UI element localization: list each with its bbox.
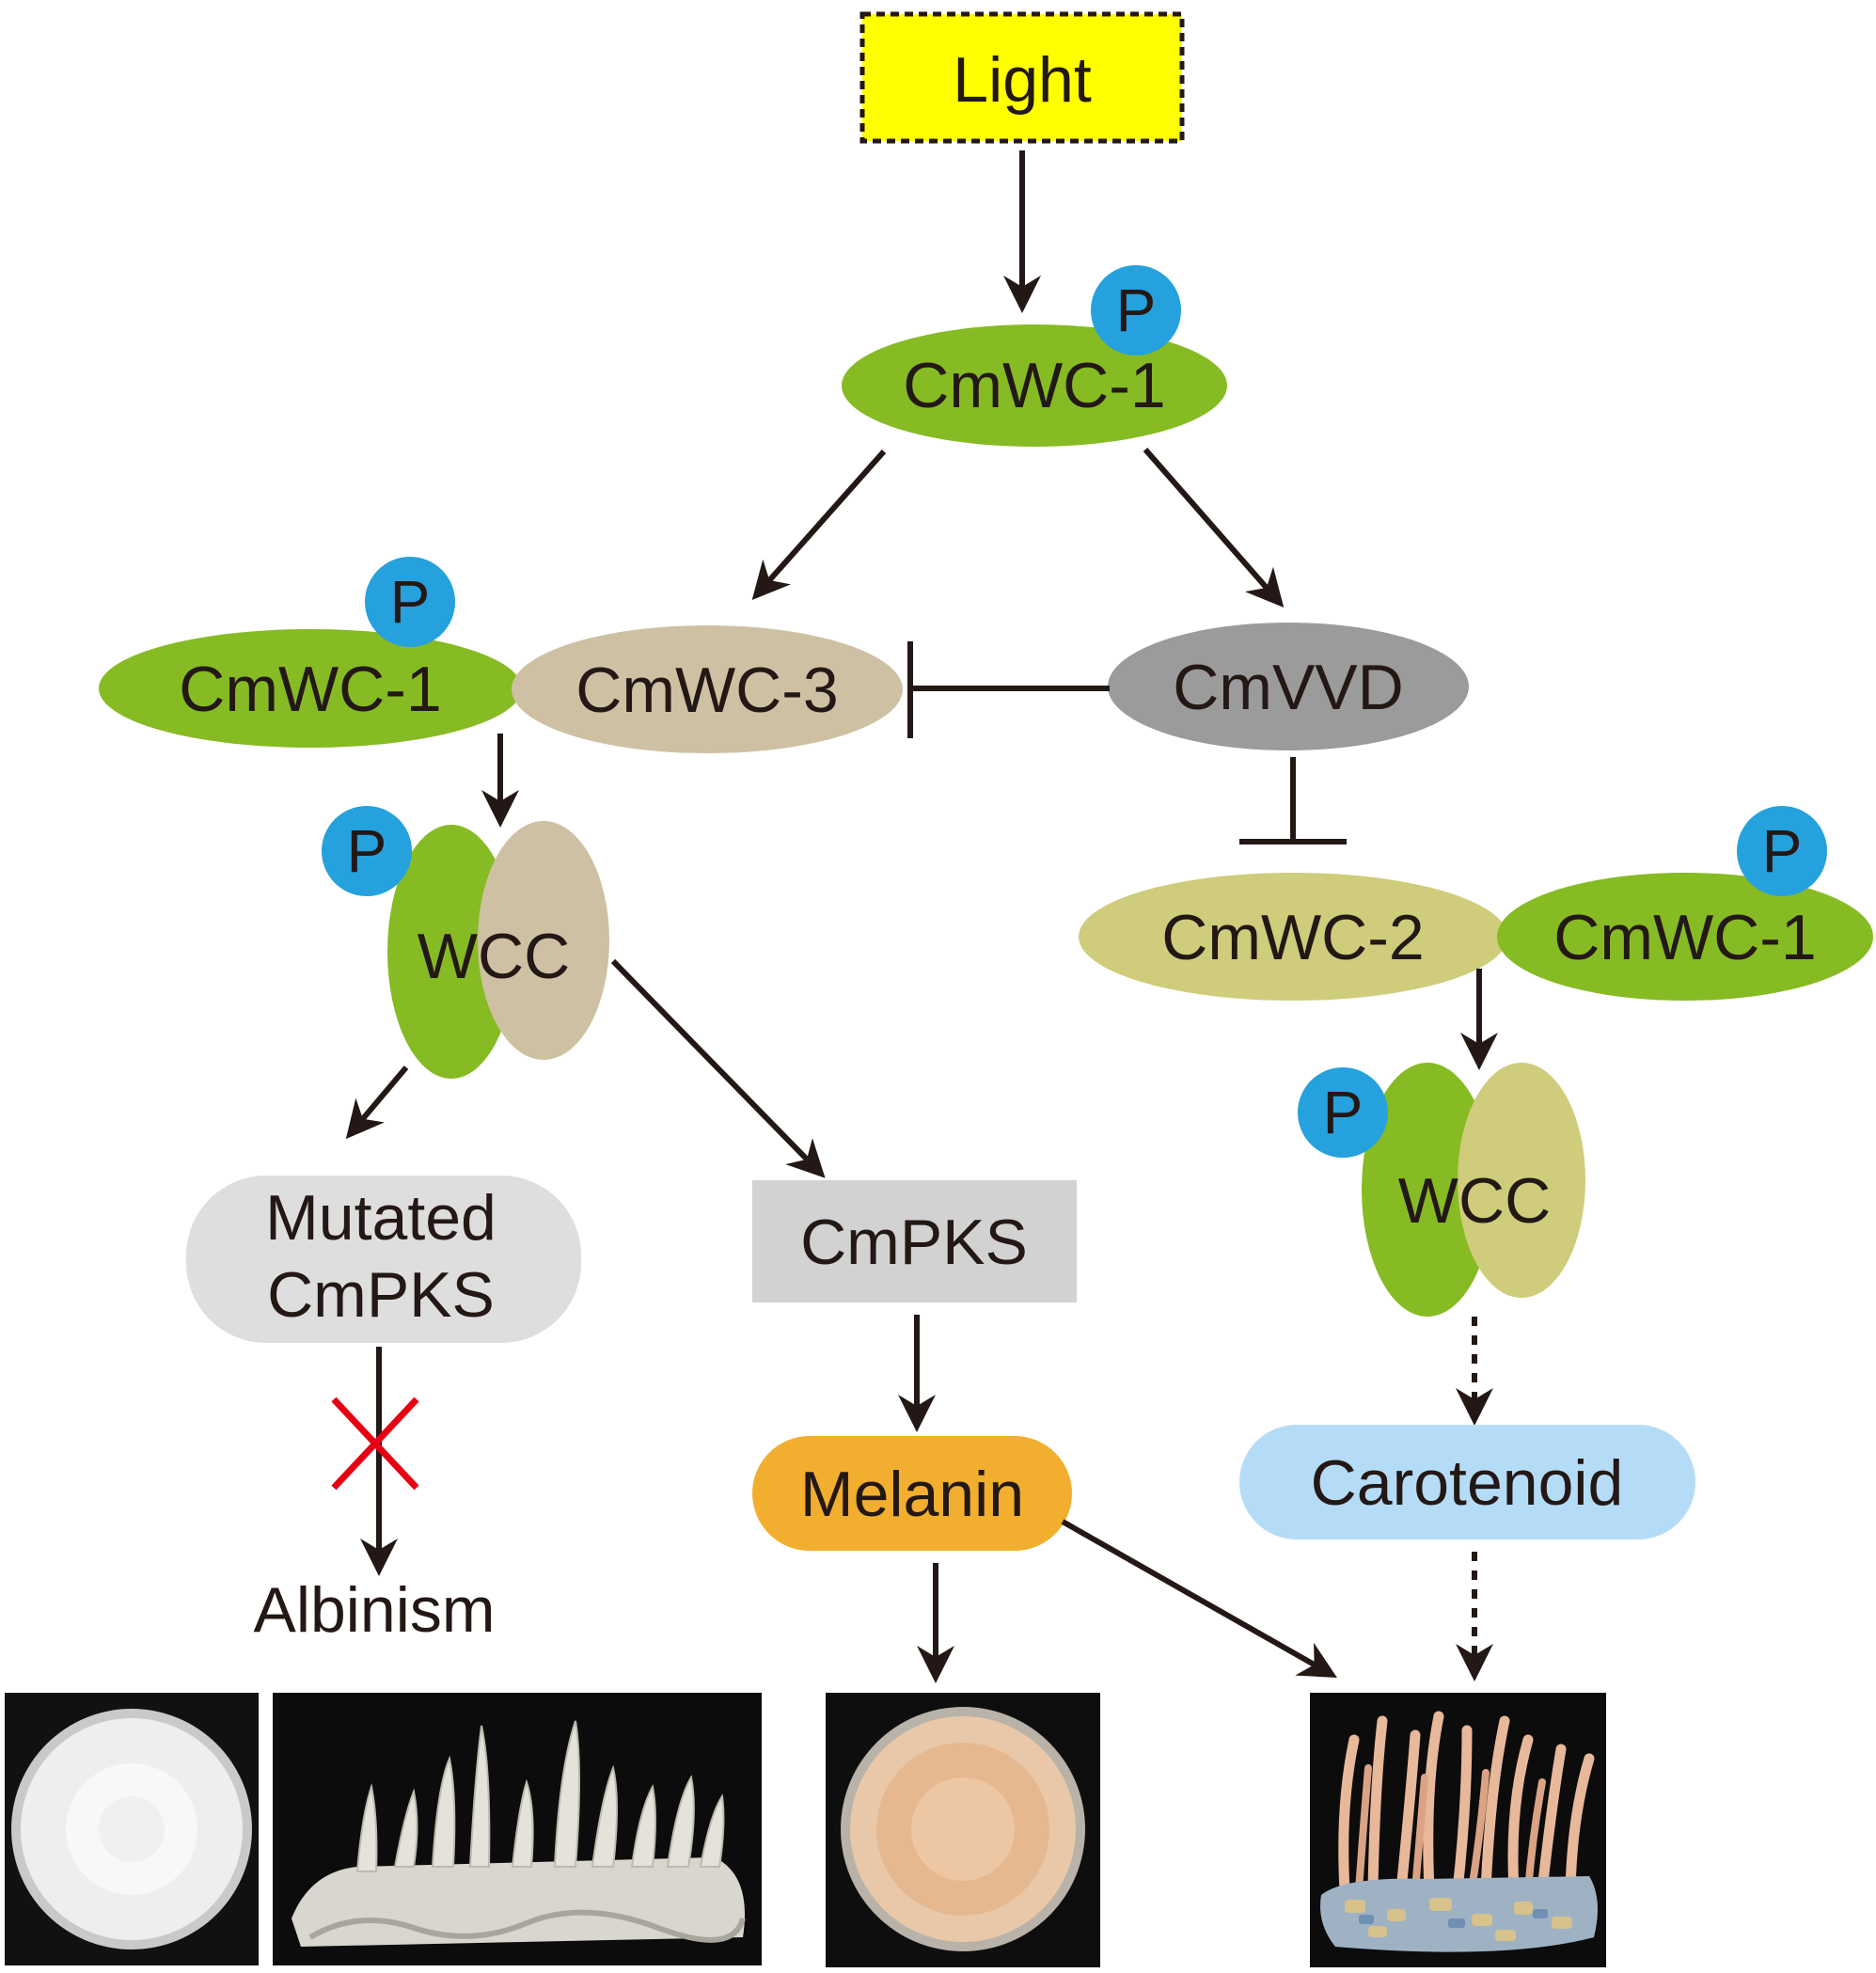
mutated-cmpks-line1: Mutated — [265, 1182, 497, 1254]
svg-text:P: P — [1116, 276, 1157, 344]
pigmented-plate-photo — [826, 1693, 1100, 1967]
svg-text:P: P — [1762, 817, 1803, 885]
svg-text:P: P — [390, 568, 431, 636]
svg-text:P: P — [347, 817, 387, 885]
carotenoid-node: Carotenoid — [1239, 1425, 1695, 1539]
phospho-icon: P — [365, 557, 455, 647]
cmwc2-node: CmWC-2 — [1079, 873, 1507, 1001]
albino-fruiting-photo — [273, 1693, 762, 1965]
cmvvd-node: CmVVD — [1108, 623, 1469, 750]
carotenoid-label: Carotenoid — [1311, 1447, 1624, 1519]
svg-text:P: P — [1323, 1079, 1364, 1146]
cmwc1-right-node: CmWC-1 P — [1497, 806, 1873, 1001]
light-label: Light — [953, 44, 1092, 116]
phospho-icon: P — [1091, 265, 1181, 355]
cmwc1-right-label: CmWC-1 — [1553, 902, 1817, 973]
arrow-cmwc1-to-cmvvd — [1143, 448, 1285, 608]
phospho-icon: P — [1298, 1067, 1388, 1158]
cmwc1-left-label: CmWC-1 — [179, 654, 442, 725]
wcc-left-label: WCC — [418, 921, 570, 992]
mutated-cmpks-node: Mutated CmPKS — [186, 1176, 581, 1343]
cmwc3-label: CmWC-3 — [575, 655, 839, 726]
arrow-cmwc1-to-cmwc3 — [751, 450, 887, 600]
cmpks-node: CmPKS — [752, 1180, 1077, 1302]
melanin-node: Melanin — [752, 1436, 1072, 1551]
light-node: Light — [859, 11, 1185, 144]
cmpks-label: CmPKS — [800, 1207, 1028, 1278]
pigmented-fruiting-photo — [1310, 1693, 1606, 1967]
wcc-right-label: WCC — [1398, 1165, 1551, 1237]
blocked-x-icon — [331, 1397, 419, 1491]
mutated-cmpks-line2: CmPKS — [267, 1259, 495, 1331]
cmwc3-node: CmWC-3 — [512, 625, 903, 753]
phospho-icon: P — [1737, 806, 1827, 896]
albino-plate-photo — [5, 1693, 259, 1965]
phospho-icon: P — [322, 806, 412, 896]
cmvvd-label: CmVVD — [1173, 652, 1404, 723]
arrow-wcc-to-mutated — [345, 1065, 409, 1140]
cmwc1-top-label: CmWC-1 — [903, 350, 1166, 421]
wcc-right-node: WCC P — [1298, 1063, 1585, 1317]
wcc-left-node: WCC P — [322, 806, 609, 1079]
arrow-melanin-to-fruiting — [1061, 1519, 1337, 1678]
arrow-wcc-to-cmpks — [610, 958, 826, 1178]
inhibit-cmvvd-to-cmwc3 — [907, 641, 1110, 738]
melanin-label: Melanin — [800, 1459, 1024, 1530]
cmwc2-label: CmWC-2 — [1161, 902, 1425, 973]
albinism-label: Albinism — [254, 1574, 496, 1646]
cmwc1-left-node: CmWC-1 P — [99, 557, 522, 748]
inhibit-cmvvd-to-cmwc2 — [1239, 757, 1347, 844]
cmwc1-top-node: CmWC-1 P — [842, 265, 1227, 447]
